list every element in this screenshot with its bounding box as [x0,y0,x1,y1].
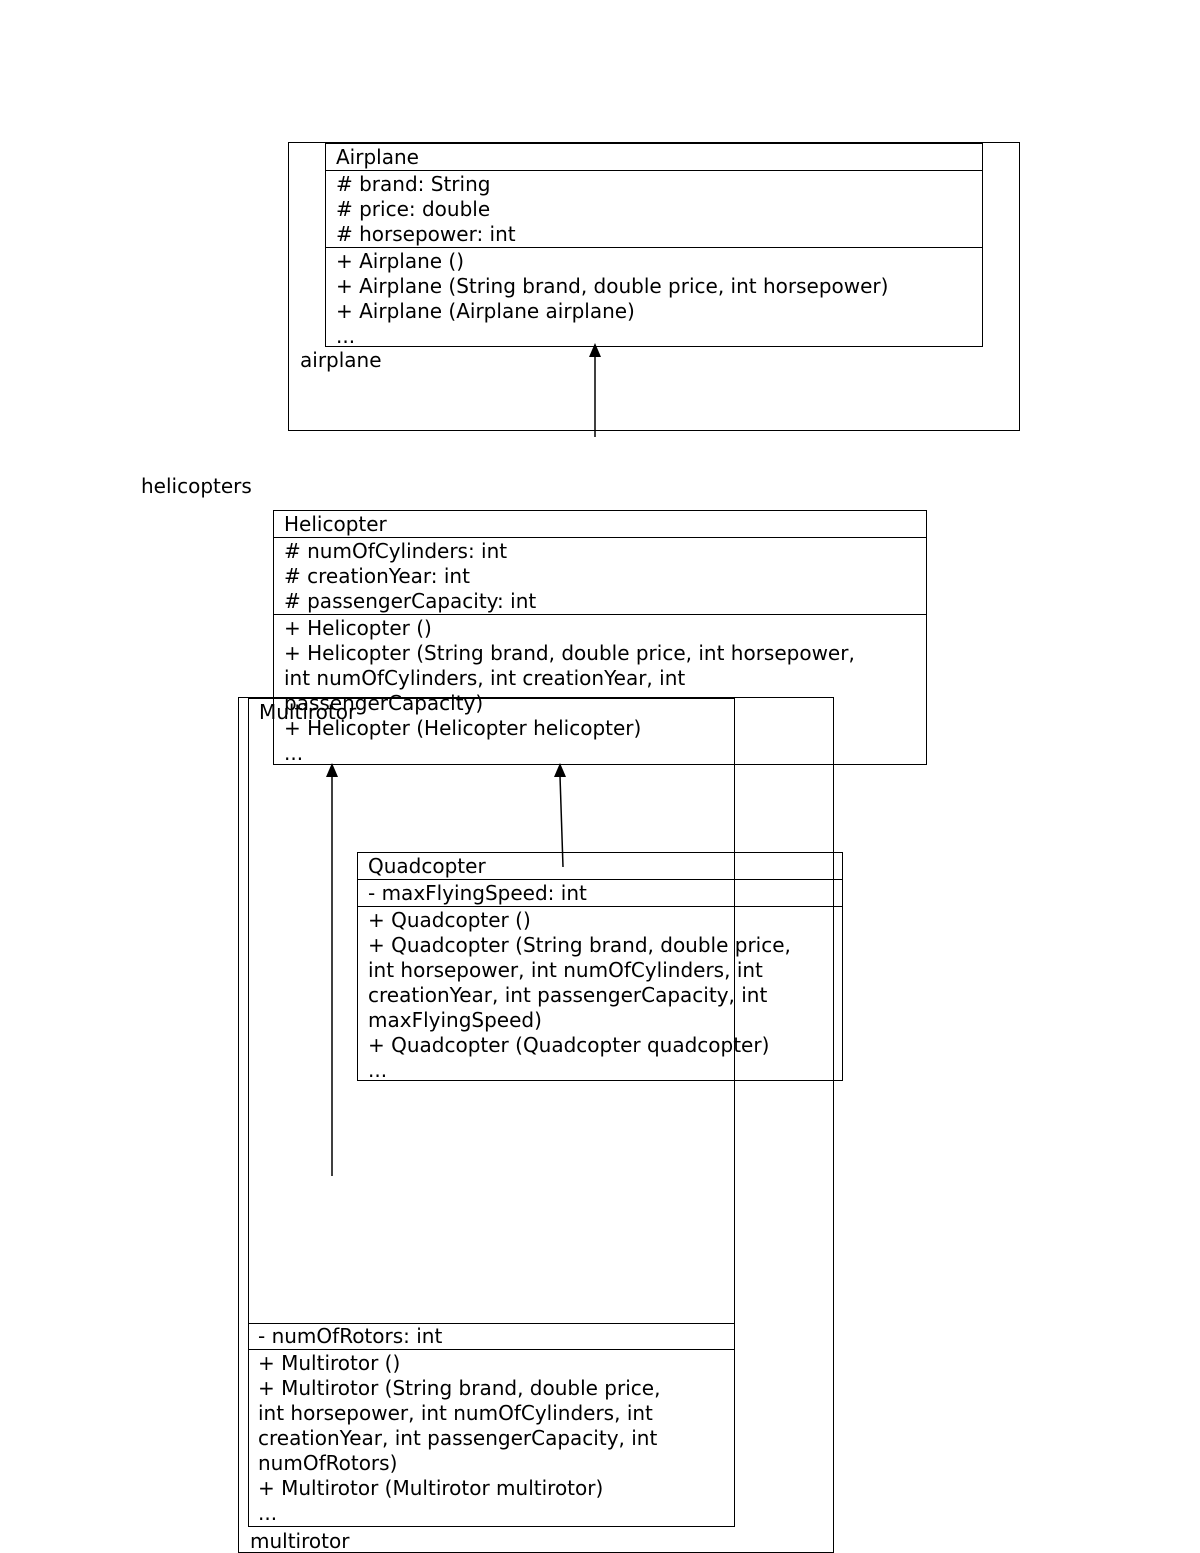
method: numOfRotors) [258,1451,398,1475]
attribute: - maxFlyingSpeed: int [368,881,587,905]
attribute: # passengerCapacity: int [284,589,537,613]
attribute: # price: double [336,197,491,221]
method-section: + Airplane () + Airplane (String brand, … [326,247,982,349]
attribute: # numOfCylinders: int [284,539,508,563]
method: int numOfCylinders, int creationYear, in… [284,666,686,690]
attribute: # brand: String [336,172,491,196]
method: + Multirotor () [258,1351,401,1375]
method: creationYear, int passengerCapacity, int [258,1426,658,1450]
method: + Airplane (Airplane airplane) [336,299,635,323]
method-section: + Helicopter () + Helicopter (String bra… [274,614,926,766]
quadcopter-class: Quadcopter - maxFlyingSpeed: int + Quadc… [357,852,843,1083]
method: ... [336,324,356,348]
method: maxFlyingSpeed) [368,1008,542,1032]
class-name: Multirotor [259,700,357,724]
method: + Helicopter () [284,616,432,640]
method: + Helicopter (String brand, double price… [284,641,855,665]
method: ... [258,1501,278,1525]
method: + Airplane () [336,249,465,273]
method: creationYear, int passengerCapacity, int [368,983,768,1007]
multirotor-class: Multirotor [248,698,735,1527]
method: passengerCapacity) [284,691,484,715]
quadcopter-to-helicopter-arrow [554,763,566,868]
method: int horsepower, int numOfCylinders, int [368,958,763,982]
method: + Airplane (String brand, double price, … [336,274,889,298]
method: + Quadcopter () [368,908,531,932]
airplane-package [288,142,1020,431]
helicopters-package-label: helicopters [141,474,252,498]
helicopter-class: Helicopter # numOfCylinders: int # creat… [273,510,927,765]
multirotor-members: - numOfRotors: int + Multirotor () + Mul… [248,1323,735,1526]
method-section: + Quadcopter () + Quadcopter (String bra… [358,906,842,1083]
class-name: Helicopter [284,512,387,536]
helicopter-to-airplane-arrow [589,343,601,437]
method: int horsepower, int numOfCylinders, int [258,1401,653,1425]
class-name: Quadcopter [368,854,486,878]
attribute: # horsepower: int [336,222,516,246]
airplane-class: Airplane # brand: String # price: double… [325,143,983,349]
multirotor-to-helicopter-arrow [326,763,338,1176]
method-section: + Multirotor () + Multirotor (String bra… [248,1349,735,1526]
attribute-section: # brand: String # price: double # horsep… [326,170,982,247]
method: + Multirotor (Multirotor multirotor) [258,1476,604,1500]
method: + Quadcopter (Quadcopter quadcopter) [368,1033,770,1057]
airplane-package-label: airplane [300,348,382,372]
method: ... [368,1058,388,1082]
method: + Quadcopter (String brand, double price… [368,933,791,957]
method: + Helicopter (Helicopter helicopter) [284,716,642,740]
method: ... [284,741,304,765]
attribute: - numOfRotors: int [258,1324,443,1348]
multirotor-package-label: multirotor [250,1529,350,1553]
attribute-section: - numOfRotors: int + Multirotor () + Mul… [248,1323,735,1526]
method: + Multirotor (String brand, double price… [258,1376,661,1400]
attribute: # creationYear: int [284,564,470,588]
class-name: Airplane [336,145,419,169]
attribute-section: # numOfCylinders: int # creationYear: in… [274,537,926,614]
attribute-section: - maxFlyingSpeed: int [358,879,842,906]
